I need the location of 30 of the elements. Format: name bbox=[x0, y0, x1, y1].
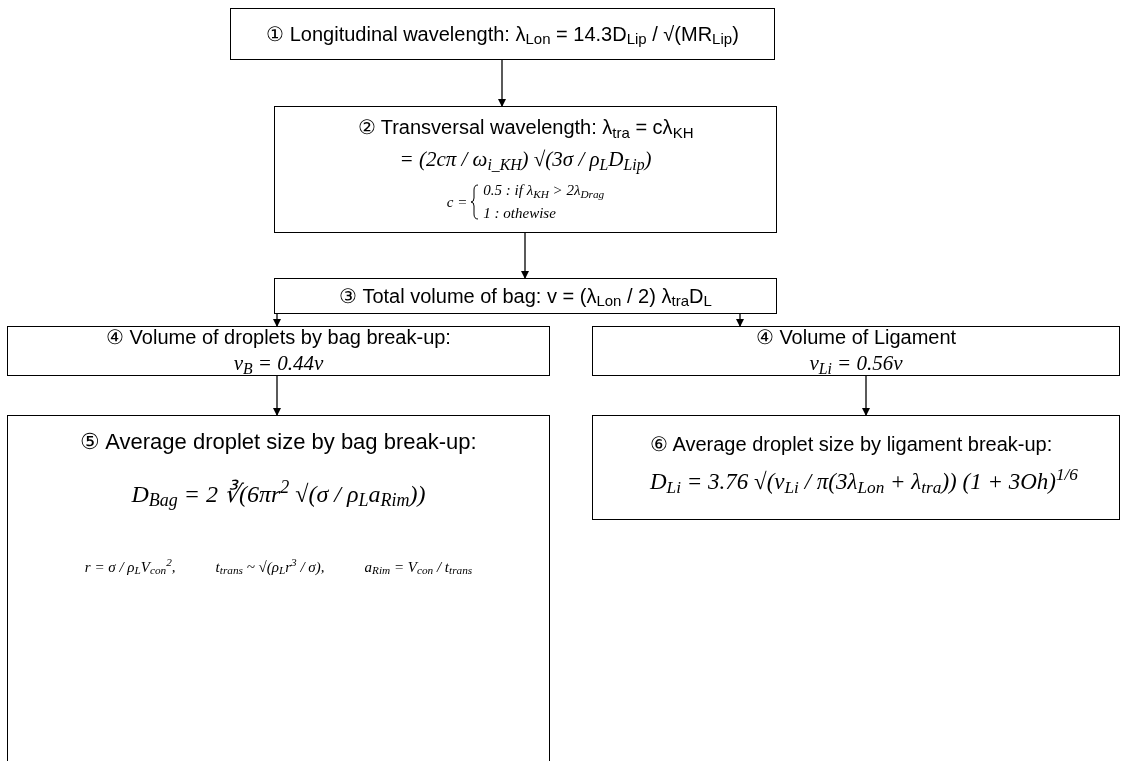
node-heading: ⑥ Average droplet size by ligament break-up: bbox=[650, 432, 1053, 457]
process-box bbox=[274, 278, 777, 314]
node-heading: ⑤ Average droplet size by bag break-up: bbox=[80, 428, 477, 456]
condition-text: 1 : othewise bbox=[483, 203, 557, 223]
node-heading: ② Transversal wavelength: λ$_{tra}$ = cλ$_{KH}$ bbox=[357, 114, 694, 140]
arrow bbox=[273, 313, 281, 327]
arrow bbox=[273, 375, 281, 416]
arrow bbox=[498, 59, 506, 107]
formula: D$_{Li}$ = 3.76 √(v$_{Li}$ / π(3λ$_{Lon}$ + λ$_{tra}$)) (1 + 3Oh)$^{1/6}$ bbox=[650, 465, 1078, 500]
node-heading: ① Longitudinal wavelength: λ$_{Lon}$ = 14.3D$_{Lip}$ / √(MR$_{Lip}$) bbox=[266, 21, 739, 47]
arrow bbox=[521, 232, 529, 279]
arrow bbox=[862, 375, 870, 416]
formula: r = σ / ρ$_{L}$V$_{con}$$^{2}$, bbox=[84, 555, 176, 578]
arrow bbox=[736, 313, 744, 327]
node-heading: ④ Volume of Ligament bbox=[755, 325, 957, 351]
process-box bbox=[274, 106, 777, 233]
process-box bbox=[592, 415, 1120, 520]
formula: v$_{B}$ = 0.44v bbox=[233, 350, 324, 377]
formula: c = bbox=[446, 192, 468, 212]
formula: = (2cπ / ω$_{i_KH}$) √(3σ / ρ$_{L}$D$_{Lip}$) bbox=[399, 145, 652, 176]
node-heading: ④ Volume of droplets by bag break-up: bbox=[106, 325, 451, 351]
process-box bbox=[7, 326, 550, 376]
node-heading: ③ Total volume of bag: v = (λ$_{Lon}$ / 2) λ$_{tra}$D$_{L}$ bbox=[339, 283, 712, 309]
process-box bbox=[230, 8, 775, 60]
formula: D$_{Bag}$ = 2 ∛(6πr$^{2}$ √(σ / ρ$_{L}$a$_{Rim}$)) bbox=[131, 475, 426, 512]
process-box bbox=[592, 326, 1120, 376]
formula: t$_{trans}$ ~ √(ρ$_{L}$r$^{3}$ / σ), bbox=[215, 555, 325, 578]
formula: v$_{Li}$ = 0.56v bbox=[809, 350, 903, 377]
formula: a$_{Rim}$ = V$_{con}$ / t$_{trans}$ bbox=[364, 557, 473, 578]
process-box bbox=[7, 415, 550, 761]
